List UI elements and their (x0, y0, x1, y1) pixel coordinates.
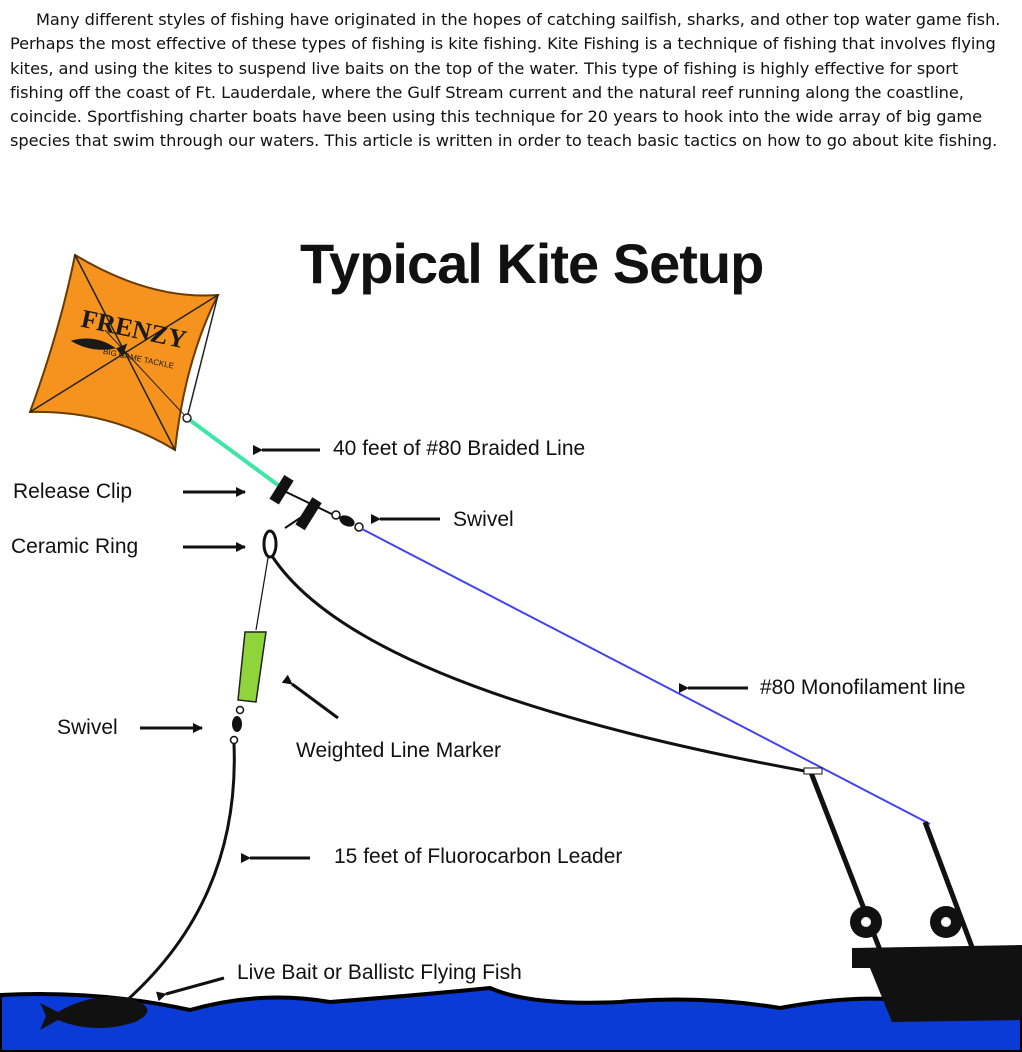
label-line-marker: Weighted Line Marker (296, 739, 502, 762)
fluorocarbon-leader (124, 743, 236, 1004)
label-ceramic-ring: Ceramic Ring (11, 535, 139, 558)
label-leader: 15 feet of Fluorocarbon Leader (334, 845, 623, 868)
upper-swivel (331, 510, 364, 532)
ring-to-marker-line (255, 557, 269, 631)
pointer-arrows (140, 445, 748, 1002)
monofilament-line (361, 528, 931, 825)
bait-fish (40, 996, 148, 1030)
arrow-bait (155, 976, 225, 1002)
arrow-line-marker (281, 674, 339, 720)
lower-swivel (229, 705, 245, 745)
label-monofilament: #80 Monofilament line (760, 676, 966, 699)
release-clip-assembly (262, 474, 341, 559)
label-swivel-lower: Swivel (57, 716, 118, 739)
ceramic-ring (262, 529, 278, 559)
diagram-title: Typical Kite Setup (300, 232, 764, 295)
boat (803, 767, 1022, 1022)
kite: FRENZY BIG GAME TACKLE (28, 253, 220, 452)
weighted-line-marker (237, 631, 267, 703)
label-release-clip: Release Clip (13, 480, 133, 503)
intro-paragraph: Many different styles of fishing have or… (10, 10, 1001, 151)
label-braided-line: 40 feet of #80 Braided Line (333, 437, 586, 460)
braided-line (185, 416, 284, 490)
ring-to-rod-line (270, 555, 811, 774)
water (0, 985, 1022, 1052)
label-swivel-upper: Swivel (453, 508, 514, 531)
label-bait: Live Bait or Ballistc Flying Fish (237, 961, 522, 984)
